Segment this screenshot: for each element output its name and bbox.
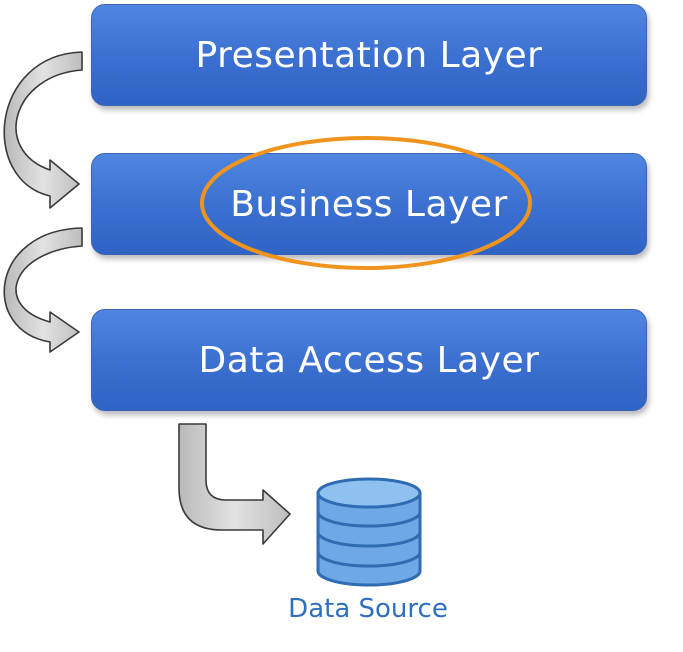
data-source-label: Data Source bbox=[288, 594, 448, 624]
business-layer-label: Business Layer bbox=[230, 183, 508, 225]
data-access-layer-box: Data Access Layer bbox=[91, 309, 647, 411]
database-icon bbox=[316, 477, 422, 587]
presentation-layer-box: Presentation Layer bbox=[91, 4, 647, 106]
business-layer-box: Business Layer bbox=[91, 153, 647, 255]
data-access-layer-label: Data Access Layer bbox=[198, 339, 540, 381]
curved-arrow-icon bbox=[3, 51, 83, 209]
bent-arrow-icon bbox=[178, 423, 291, 545]
presentation-layer-label: Presentation Layer bbox=[195, 34, 543, 76]
curved-arrow-icon bbox=[3, 227, 83, 353]
